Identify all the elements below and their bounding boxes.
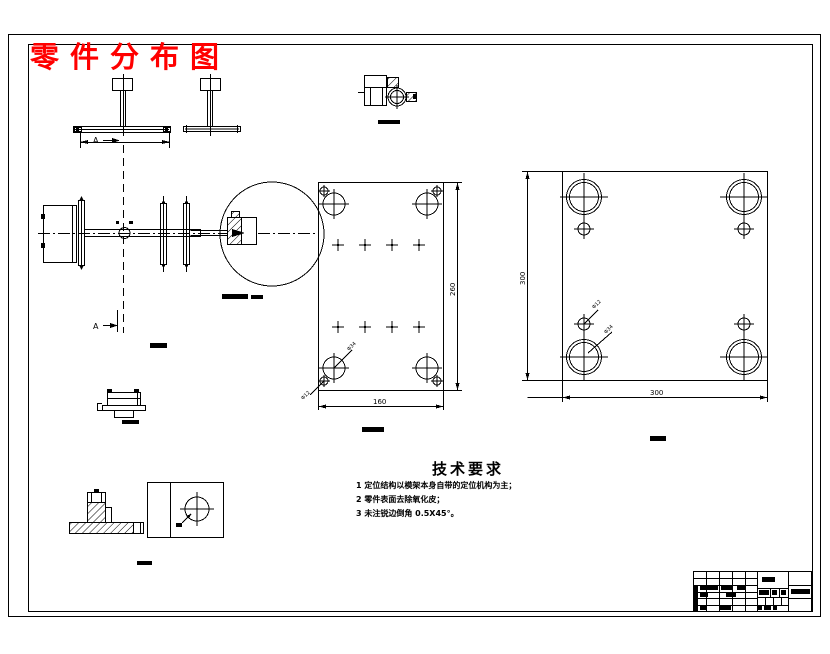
dim-text: 300: [519, 272, 527, 285]
title-block-text-blobs: [694, 577, 810, 611]
title-block: [693, 571, 812, 612]
section-marker-top: A: [93, 136, 120, 145]
center-plate-corner-holes: [319, 189, 442, 383]
right-plate-corner-holes: [560, 173, 768, 381]
center-plate-height-dim: 260: [443, 182, 462, 391]
page-title: 零件分布图: [30, 40, 231, 74]
hole-label: Φ12: [591, 299, 603, 311]
center-plate-width-dim: 160: [318, 390, 444, 410]
view-small-block: [97, 389, 146, 424]
section-marker-bottom: A: [93, 310, 167, 348]
tech-requirements-title: 技术要求: [431, 460, 504, 478]
view-top-fitting: [358, 75, 417, 124]
hole-label: Φ12: [300, 390, 312, 402]
detail-circle-view: [219, 181, 325, 299]
border-frame: [8, 34, 821, 617]
right-plate-width-dim: 300: [527, 380, 768, 402]
view-tbar-part-2: [183, 74, 241, 136]
tech-requirement-item: 3 未注锐边倒角 0.5X45°。: [356, 509, 459, 518]
view-center-plate: Φ34 Φ12 260 160: [300, 182, 462, 432]
view-tbar-part-1: [73, 74, 171, 148]
tech-requirement-item: 1 定位结构以模架本身自带的定位机构为主；: [356, 481, 517, 490]
illegible-label-blob: [122, 420, 139, 424]
section-letter-top: A: [93, 136, 99, 145]
illegible-label-blob: [222, 294, 248, 299]
hole-center-marks: [332, 239, 425, 333]
tech-requirements: 技术要求 1 定位结构以模架本身自带的定位机构为主； 2 零件表面去除氧化皮； …: [356, 458, 580, 521]
hole-label: Φ34: [603, 324, 615, 336]
view-pedestal-section: [69, 482, 224, 565]
hole-label: Φ34: [346, 341, 358, 353]
illegible-label-blob: [251, 295, 263, 299]
right-plate-height-dim: 300: [519, 171, 563, 381]
view-right-plate: Φ12 Φ34 300 300: [519, 171, 768, 441]
dim-text: 160: [373, 398, 386, 406]
illegible-label-blob: [150, 343, 167, 348]
right-plate-small-holes: [574, 219, 754, 334]
illegible-label-blob: [378, 120, 400, 124]
center-plate-small-holes: [318, 185, 443, 387]
illegible-label-blob: [362, 427, 384, 432]
illegible-label-blob: [650, 436, 666, 441]
illegible-label-blob: [137, 561, 152, 565]
tech-requirement-item: 2 零件表面去除氧化皮；: [356, 495, 445, 504]
section-letter-bottom: A: [93, 322, 99, 331]
view-shaft-assembly: [38, 196, 316, 272]
dim-text: 300: [650, 389, 663, 397]
dim-text: 260: [449, 283, 457, 296]
